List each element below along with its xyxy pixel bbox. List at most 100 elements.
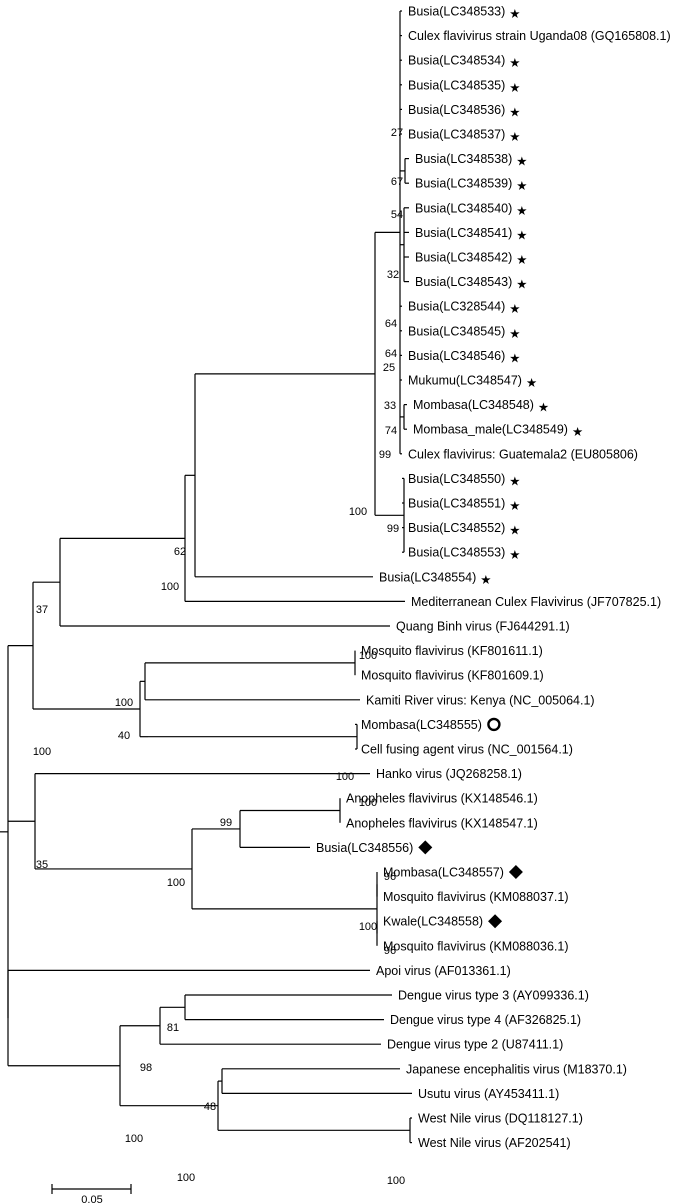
- leaf-label: Kamiti River virus: Kenya (NC_005064.1): [366, 693, 595, 707]
- diamond-marker-icon: [508, 865, 523, 879]
- support-value: 100: [125, 1133, 143, 1145]
- leaf-label: Busia(LC348553): [408, 546, 505, 560]
- leaf-label: Busia(LC348541): [415, 226, 512, 240]
- leaf-label: Hanko virus (JQ268258.1): [376, 767, 522, 781]
- leaf-label: Busia(LC328544): [408, 300, 505, 314]
- leaf-label: Busia(LC348539): [415, 177, 512, 191]
- support-value: 100: [359, 797, 377, 809]
- support-value: 33: [384, 400, 396, 412]
- leaf-label: Busia(LC348554): [379, 570, 476, 584]
- support-value: 100: [336, 771, 354, 783]
- support-value: 99: [379, 449, 391, 461]
- star-marker-icon: ★: [509, 302, 520, 316]
- star-marker-icon: ★: [538, 401, 549, 415]
- support-value: 100: [161, 581, 179, 593]
- leaf-label: Busia(LC348556): [316, 841, 413, 855]
- support-value: 99: [220, 817, 232, 829]
- leaf-label: Busia(LC348545): [408, 324, 505, 338]
- star-marker-icon: ★: [516, 253, 527, 267]
- support-value: 32: [387, 269, 399, 281]
- leaf-label: Usutu virus (AY453411.1): [418, 1087, 559, 1101]
- support-value: 48: [204, 1101, 216, 1113]
- star-marker-icon: ★: [526, 376, 537, 390]
- leaf-labels: Busia(LC348533) ★ Culex flavivirus strain …: [316, 5, 671, 1151]
- leaf-label: Quang Binh virus (FJ644291.1): [396, 620, 570, 634]
- leaf-label: Kwale(LC348558): [383, 915, 483, 929]
- leaf-label: Culex flavivirus strain Uganda08 (GQ1658…: [408, 29, 671, 43]
- support-value: 54: [391, 209, 403, 221]
- leaf-label: Mombasa(LC348555): [361, 718, 482, 732]
- leaf-label: Apoi virus (AF013361.1): [376, 964, 511, 978]
- support-value: 100: [177, 1172, 195, 1184]
- star-marker-icon: ★: [509, 7, 520, 21]
- leaf-label: Mukumu(LC348547): [408, 374, 522, 388]
- leaf-label: Busia(LC348537): [408, 128, 505, 142]
- star-marker-icon: ★: [509, 351, 520, 365]
- leaf-label: Japanese encephalitis virus (M18370.1): [406, 1062, 627, 1076]
- star-marker-icon: ★: [516, 179, 527, 193]
- star-marker-icon: ★: [509, 56, 520, 70]
- support-value: 100: [359, 650, 377, 662]
- support-value: 100: [33, 746, 51, 758]
- leaf-label: Busia(LC348543): [415, 275, 512, 289]
- support-value: 100: [359, 921, 377, 933]
- leaf-label: Busia(LC348534): [408, 54, 505, 68]
- star-marker-icon: ★: [509, 524, 520, 538]
- support-value: 100: [349, 506, 367, 518]
- leaf-label: Mombasa_male(LC348549): [413, 423, 568, 437]
- leaf-label: Culex flavivirus: Guatemala2 (EU805806): [408, 447, 638, 461]
- leaf-label: West Nile virus (AF202541): [418, 1136, 571, 1150]
- leaf-label: Dengue virus type 2 (U87411.1): [387, 1038, 563, 1052]
- leaf-label: Busia(LC348542): [415, 251, 512, 265]
- leaf-label: Mombasa(LC348548): [413, 398, 534, 412]
- diamond-marker-icon: [418, 840, 433, 855]
- star-marker-icon: ★: [572, 425, 583, 439]
- support-value: 64: [385, 318, 397, 330]
- leaf-label: Busia(LC348546): [408, 349, 505, 363]
- star-marker-icon: ★: [516, 204, 527, 218]
- leaf-label: Mediterranean Culex Flavivirus (JF707825…: [411, 595, 661, 609]
- support-value: 100: [115, 697, 133, 709]
- leaf-label: Cell fusing agent virus (NC_001564.1): [361, 743, 573, 757]
- star-marker-icon: ★: [509, 130, 520, 144]
- support-value: 100: [167, 877, 185, 889]
- support-value: 25: [383, 362, 395, 374]
- diamond-marker-icon: [488, 914, 503, 929]
- leaf-label: Busia(LC348540): [415, 201, 512, 215]
- support-value: 96: [384, 871, 396, 883]
- leaf-label: Busia(LC348550): [408, 472, 505, 486]
- support-value: 62: [174, 546, 186, 558]
- leaf-label: Mosquito flavivirus (KF801609.1): [361, 669, 544, 683]
- leaf-label: Anopheles flavivirus (KX148546.1): [346, 792, 538, 806]
- star-marker-icon: ★: [516, 228, 527, 242]
- support-values: 2767543264642533749999100621003710010040…: [33, 127, 405, 1187]
- tree-branches: [0, 10, 412, 1144]
- support-value: 27: [391, 127, 403, 139]
- leaf-label: Anopheles flavivirus (KX148547.1): [346, 816, 538, 830]
- support-value: 35: [36, 859, 48, 871]
- leaf-label: Dengue virus type 3 (AY099336.1): [398, 989, 589, 1003]
- support-value: 67: [391, 176, 403, 188]
- star-marker-icon: ★: [509, 548, 520, 562]
- leaf-label: Busia(LC348533): [408, 5, 505, 19]
- leaf-label: Busia(LC348551): [408, 497, 505, 511]
- leaf-label: Busia(LC348538): [415, 152, 512, 166]
- leaf-label: Mosquito flavivirus (KF801611.1): [361, 644, 543, 658]
- leaf-label: Mombasa(LC348557): [383, 866, 504, 880]
- leaf-label: Busia(LC348536): [408, 103, 505, 117]
- support-value: 64: [385, 348, 397, 360]
- leaf-label: Mosquito flavivirus (KM088036.1): [383, 939, 569, 953]
- circle-marker-icon: [487, 717, 501, 732]
- support-value: 98: [140, 1062, 152, 1074]
- support-value: 96: [384, 945, 396, 957]
- star-marker-icon: ★: [516, 155, 527, 169]
- leaf-label: West Nile virus (DQ118127.1): [418, 1112, 583, 1126]
- star-marker-icon: ★: [509, 499, 520, 513]
- support-value: 81: [167, 1022, 179, 1034]
- scale-bar-label: 0.05: [81, 1194, 102, 1204]
- support-value: 100: [387, 1175, 405, 1187]
- star-marker-icon: ★: [480, 573, 491, 587]
- leaf-label: Busia(LC348552): [408, 521, 505, 535]
- leaf-label: Mosquito flavivirus (KM088037.1): [383, 890, 569, 904]
